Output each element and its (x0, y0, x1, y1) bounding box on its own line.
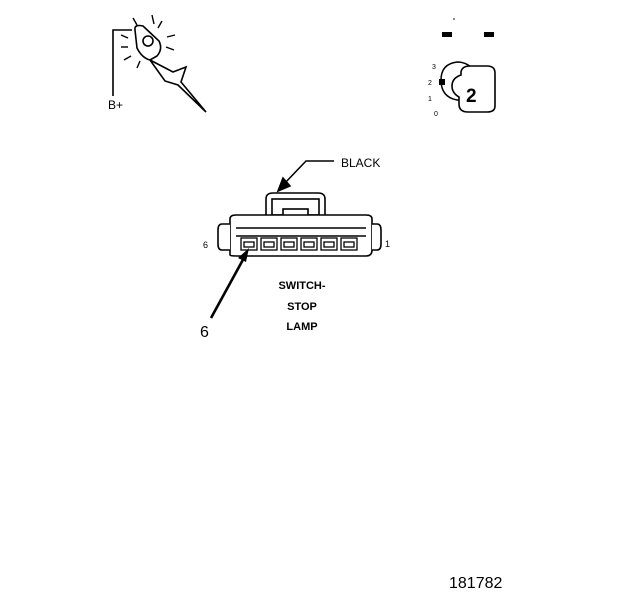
probe-pin-label: 6 (200, 324, 209, 341)
component-name-line-3: LAMP (286, 321, 317, 333)
key-position-indicator (439, 79, 445, 85)
position-dash-right (484, 32, 494, 37)
test-light-filament (142, 35, 154, 47)
connector-ear-left (217, 223, 230, 251)
cavity-3 (300, 237, 318, 251)
pin-left-label: 6 (203, 240, 208, 250)
position-dash-left (442, 32, 452, 37)
figure-number: 181782 (449, 575, 502, 592)
test-light-probe (149, 59, 207, 113)
cavity-4 (280, 237, 298, 251)
key-position-3: 3 (432, 64, 436, 71)
cavity-1 (340, 237, 358, 251)
dot-mark (453, 18, 455, 20)
test-light-lead (112, 29, 132, 96)
test-light-bulb (134, 24, 162, 61)
cavity-6 (240, 237, 258, 251)
probe-arrow (209, 248, 249, 319)
key-position-1: 1 (428, 96, 432, 103)
key-position-0: 0 (434, 111, 438, 118)
key-number: 2 (466, 86, 477, 107)
supply-label: B+ (108, 98, 123, 112)
test-light-icon (112, 14, 207, 113)
pin-right-label: 1 (385, 239, 390, 249)
cavity-2 (320, 237, 338, 251)
ignition-switch-icon (439, 18, 496, 113)
key-position-2: 2 (428, 80, 432, 87)
wire-color-label: BLACK (341, 156, 380, 170)
wire-color-leader (276, 160, 334, 193)
connector-ear-right (372, 223, 382, 251)
key-head (451, 65, 496, 113)
cavity-5 (260, 237, 278, 251)
component-name-line-2: STOP (287, 301, 317, 313)
probe-arrowhead (238, 248, 249, 262)
connector-cavities (240, 237, 358, 251)
component-name-line-1: SWITCH- (278, 280, 325, 292)
test-light-rays (120, 14, 176, 69)
leader-arrowhead (276, 176, 292, 193)
